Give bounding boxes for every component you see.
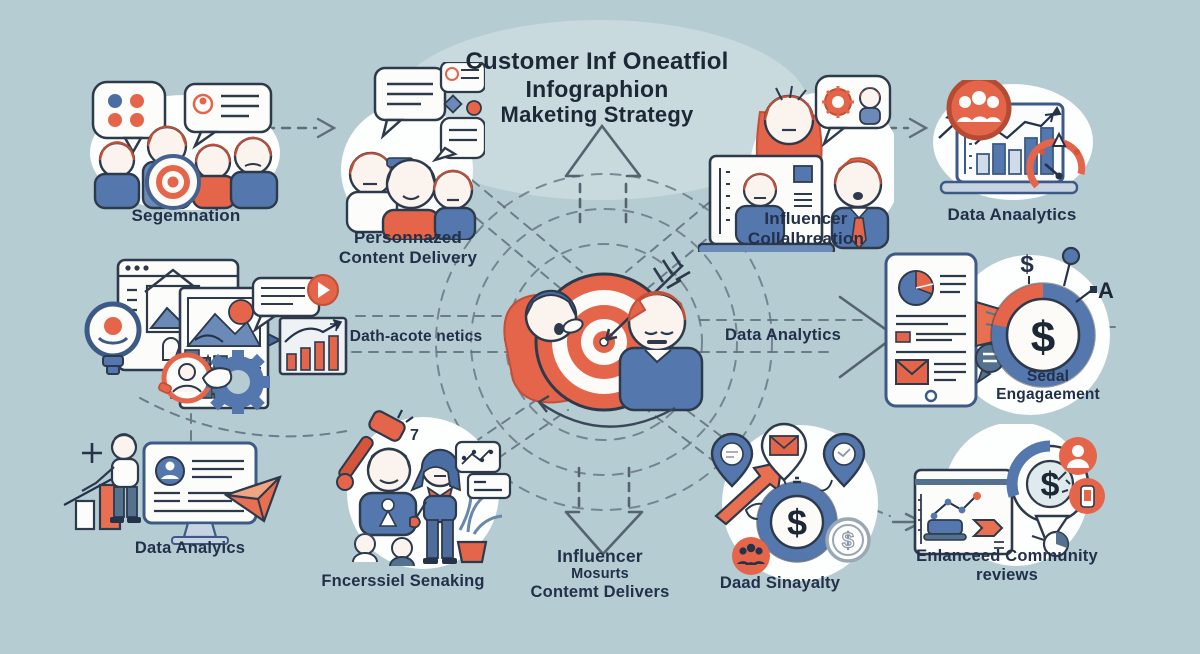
chart-browser-icon bbox=[913, 468, 1014, 556]
dots-speech-bubble-icon bbox=[91, 80, 167, 155]
browser-window-icon bbox=[116, 258, 240, 372]
central-target-hub bbox=[503, 251, 704, 428]
card-speech-bubble-icon bbox=[183, 82, 273, 150]
avatar-magnifier-icon bbox=[158, 352, 213, 404]
woman-avatar bbox=[524, 289, 584, 343]
arrow-seg-to-personalized bbox=[264, 117, 337, 139]
gauge-icon bbox=[1026, 131, 1086, 189]
gear-chat-bubble-icon bbox=[814, 74, 892, 148]
speaker-man-avatar bbox=[358, 447, 418, 537]
paper-plane-icon bbox=[223, 475, 282, 523]
label-a-annotation: A bbox=[1075, 278, 1114, 303]
research-cluster-icon-group bbox=[84, 258, 348, 414]
reviews-icon-group: $ bbox=[913, 424, 1105, 566]
gavel-mark-annotation: 7 bbox=[410, 427, 419, 444]
hollow-down-arrow bbox=[564, 466, 644, 556]
loyalty-label: Daad Sinayalty bbox=[719, 574, 841, 592]
svg-text:$: $ bbox=[842, 528, 854, 553]
personalized-content-icon-group bbox=[341, 62, 485, 240]
speech-bubble-icon bbox=[373, 66, 447, 140]
people-trio-icon bbox=[345, 151, 477, 240]
background-blob bbox=[390, 20, 810, 200]
analytics-bottom-left-label: Data Analyics bbox=[134, 539, 246, 557]
video-bubble-icon bbox=[251, 274, 339, 334]
plant-icon bbox=[456, 485, 503, 564]
mini-pie-icon bbox=[1031, 530, 1070, 558]
page-title: Customer Inf Oneatfiol Infographion Make… bbox=[465, 48, 729, 128]
dollar-glyph: $ bbox=[787, 502, 807, 543]
dollar-glyph: $ bbox=[1031, 313, 1055, 362]
gavel-icon: 7 bbox=[336, 409, 419, 491]
presenter-analytics-icon-group bbox=[63, 433, 282, 545]
dove-icon bbox=[201, 367, 233, 389]
svg-text:A: A bbox=[1098, 278, 1114, 303]
influencer-collab-icon-group bbox=[698, 74, 894, 252]
scatter-bubble-icon bbox=[454, 440, 512, 500]
map-pin-left-icon bbox=[710, 432, 754, 488]
speaking-label: Fncerssiel Senaking bbox=[321, 572, 485, 590]
bar-chart-panel-icon bbox=[278, 316, 348, 376]
chart-bars-icon bbox=[63, 443, 135, 531]
svg-text:$: $ bbox=[1041, 466, 1060, 504]
audience-badge-icon bbox=[946, 80, 1012, 141]
man-with-tie-avatar bbox=[830, 157, 890, 250]
speaking-icon-group: 7 bbox=[336, 409, 512, 569]
profile-card-icon bbox=[439, 62, 485, 116]
presenter-avatar bbox=[81, 433, 141, 523]
node-connector-dot bbox=[1061, 246, 1081, 287]
social-engagement-label: Sedal Engagaement bbox=[996, 368, 1100, 403]
analytics-mid-right-label: Data Analytics bbox=[725, 326, 841, 344]
loyalty-icon-group: $ $ bbox=[710, 422, 878, 581]
user-badge-icon bbox=[1057, 437, 1097, 481]
personalized-content-label: Personnazed Content Delivery bbox=[338, 228, 478, 267]
community-badge-icon bbox=[732, 537, 770, 575]
phone-badge-icon bbox=[1061, 478, 1105, 514]
segmentation-icon-group bbox=[90, 80, 280, 210]
dollar-coin-icon: $ bbox=[825, 517, 871, 563]
hollow-up-arrow bbox=[564, 123, 642, 226]
analytics-mid-left-label: Dath-acote netics bbox=[349, 328, 483, 345]
idea-magnifier-icon bbox=[84, 301, 142, 375]
analytics-laptop-icon-group bbox=[933, 80, 1093, 200]
reviews-label: Enlanceed Community reviews bbox=[916, 547, 1098, 584]
map-pin-right-icon bbox=[822, 432, 866, 488]
dollar-annotation: $ bbox=[1020, 251, 1034, 278]
orbit-arc-arrow bbox=[537, 394, 676, 428]
revenue-donut-icon: $ bbox=[990, 282, 1096, 388]
reply-bubble-icon bbox=[431, 116, 485, 163]
loyalty-donut-icon: $ bbox=[756, 476, 838, 563]
man-avatar bbox=[618, 291, 704, 412]
audience-heads-icon bbox=[352, 533, 415, 567]
profile-monitor-icon bbox=[142, 441, 258, 545]
analytics-top-label: Data Anaalytics bbox=[947, 205, 1077, 224]
target-badge-icon bbox=[145, 154, 201, 210]
video-call-laptop-icon bbox=[698, 154, 836, 252]
influencer-measures-label: Influencer Mosurts Contemt Delivers bbox=[530, 546, 670, 601]
social-engagement-icon-group: $ $ A bbox=[884, 246, 1114, 415]
segmentation-label: Segemnation bbox=[131, 206, 241, 225]
influencer-collab-label: Influencer Collalbreation bbox=[747, 209, 865, 248]
tablet-report-icon bbox=[884, 252, 978, 408]
